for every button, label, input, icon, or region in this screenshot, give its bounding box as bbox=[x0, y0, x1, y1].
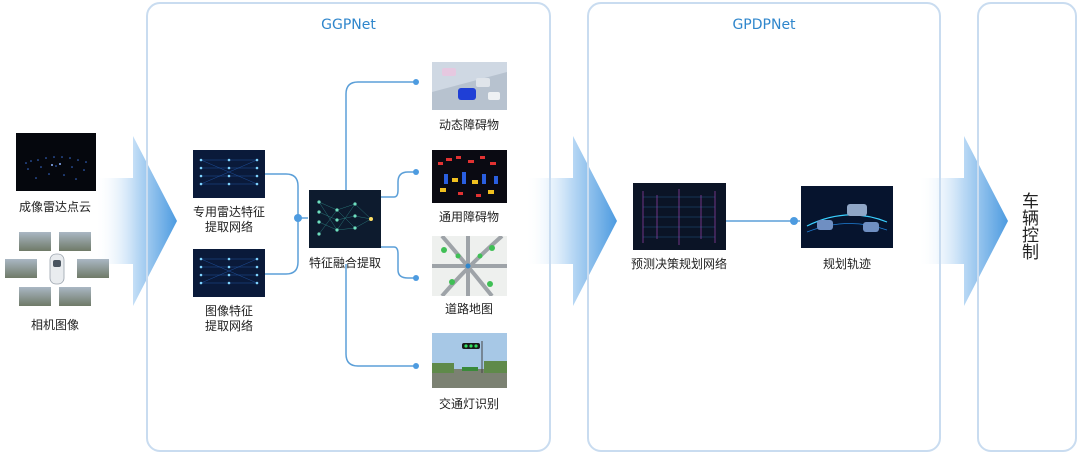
camera-images bbox=[5, 232, 109, 306]
road-map-image bbox=[432, 236, 507, 296]
planned-trajectory-label: 规划轨迹 bbox=[822, 257, 871, 271]
radar-feature-network-label: 专用雷达特征 提取网络 bbox=[182, 205, 276, 235]
vehicle-control-label: 车辆控制 bbox=[1018, 192, 1038, 260]
ggpnet-panel: GGPNet bbox=[146, 2, 551, 452]
gpdpnet-title: GPDPNet bbox=[732, 17, 796, 33]
dynamic-obstacle-label: 动态障碍物 bbox=[438, 118, 499, 132]
image-feature-network-label-line1: 图像特征 bbox=[204, 304, 253, 318]
traffic-light-image bbox=[432, 333, 507, 388]
lidar-input-label: 成像雷达点云 bbox=[18, 200, 91, 214]
image-feature-network-label: 图像特征 提取网络 bbox=[182, 304, 276, 334]
image-feature-network-label-line2: 提取网络 bbox=[204, 319, 253, 333]
dynamic-obstacle-image bbox=[432, 62, 507, 110]
ggpnet-title: GGPNet bbox=[321, 17, 376, 33]
ggpnet-connectors bbox=[265, 79, 419, 369]
radar-feature-network-image bbox=[193, 150, 265, 198]
prediction-planning-network-label: 预测决策规划网络 bbox=[630, 257, 727, 271]
general-obstacle-image bbox=[432, 150, 507, 203]
feature-fusion-label: 特征融合提取 bbox=[308, 256, 381, 270]
image-feature-network-image bbox=[193, 249, 265, 297]
prediction-planning-network-image bbox=[633, 183, 726, 250]
planned-trajectory-image bbox=[801, 186, 893, 248]
road-map-label: 道路地图 bbox=[444, 302, 493, 316]
radar-feature-network-label-line2: 提取网络 bbox=[204, 220, 253, 234]
gpdpnet-connector bbox=[726, 217, 800, 225]
lidar-pointcloud-image bbox=[16, 133, 96, 191]
gpdpnet-panel: GPDPNet bbox=[587, 2, 941, 452]
flow-arrow-middle bbox=[525, 136, 617, 306]
general-obstacle-label: 通用障碍物 bbox=[438, 210, 499, 224]
flow-arrow-input bbox=[95, 136, 177, 306]
radar-feature-network-label-line1: 专用雷达特征 bbox=[192, 205, 265, 219]
traffic-light-label: 交通灯识别 bbox=[438, 397, 499, 411]
camera-input-label: 相机图像 bbox=[30, 318, 79, 332]
feature-fusion-network-image bbox=[309, 190, 381, 248]
vehicle-control-panel: 车辆控制 bbox=[977, 2, 1077, 452]
